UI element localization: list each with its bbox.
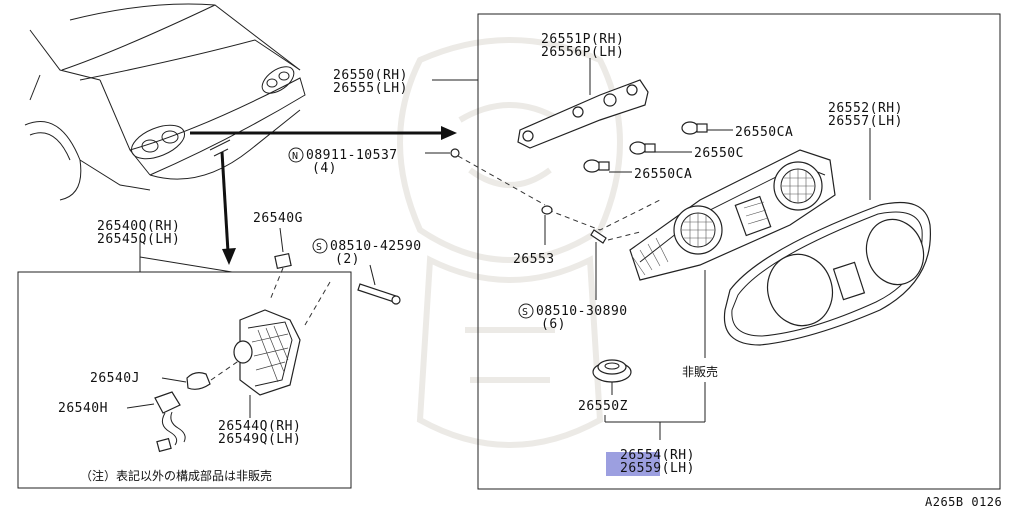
svg-text:S: S bbox=[522, 307, 529, 318]
figure-code: A265B 0126 bbox=[925, 495, 1002, 509]
clip-26540g bbox=[274, 252, 292, 270]
label-26553: 26553 bbox=[513, 252, 555, 267]
tail-lamp-lens-26552 bbox=[723, 201, 932, 346]
label-26554-rh: 26554(RH) bbox=[620, 448, 695, 463]
nut-symbol-n bbox=[288, 147, 304, 163]
label-26550c: 26550C bbox=[694, 146, 744, 161]
lamp-socket-hole bbox=[233, 340, 253, 364]
label-26550ca-top: 26550CA bbox=[735, 125, 793, 140]
label-08911-10537: 08911-10537 bbox=[306, 148, 398, 163]
socket-connector bbox=[156, 437, 172, 453]
svg-text:S: S bbox=[316, 242, 323, 253]
highlight-box bbox=[606, 452, 660, 476]
screw-symbol-s2 bbox=[518, 303, 534, 319]
label-26552-rh: 26552(RH) bbox=[828, 101, 903, 116]
bulb-26550ca-mid bbox=[583, 159, 610, 173]
note-text: （注）表記以外の構成部品は非販売 bbox=[80, 468, 272, 483]
label-qty-4: (4) bbox=[312, 161, 337, 176]
label-26559-lh: 26559(LH) bbox=[620, 461, 695, 476]
label-26545q-lh: 26545Q(LH) bbox=[97, 232, 180, 247]
gasket-26553 bbox=[541, 205, 553, 215]
tail-lamp-frame bbox=[477, 13, 1001, 490]
label-26540h: 26540H bbox=[58, 401, 108, 416]
screw-08510-42590 bbox=[357, 283, 397, 303]
label-26540j: 26540J bbox=[90, 371, 140, 386]
callout-arrows bbox=[190, 126, 457, 265]
bulb-26550c bbox=[629, 141, 656, 155]
label-qty-2: (2) bbox=[335, 252, 360, 267]
label-26550ca-mid: 26550CA bbox=[634, 167, 692, 182]
side-marker-box: 26540Q(RH) 26545Q(LH) 26540G S 08510-425… bbox=[17, 211, 422, 489]
side-marker-frame bbox=[17, 271, 352, 489]
screw-symbol-s1 bbox=[312, 238, 328, 254]
label-26540q-rh: 26540Q(RH) bbox=[97, 219, 180, 234]
label-26550-rh: 26550(RH) bbox=[333, 68, 408, 83]
label-26555-lh: 26555(LH) bbox=[333, 81, 408, 96]
bulb-26550ca-top bbox=[681, 121, 708, 135]
tail-lamp-body bbox=[629, 149, 836, 281]
svg-text:N: N bbox=[292, 151, 299, 162]
label-26540g: 26540G bbox=[253, 211, 303, 226]
label-26551p-rh: 26551P(RH) bbox=[541, 32, 624, 47]
label-08510-30890: 08510-30890 bbox=[536, 304, 628, 319]
label-26557-lh: 26557(LH) bbox=[828, 114, 903, 129]
label-26556p-lh: 26556P(LH) bbox=[541, 45, 624, 60]
label-not-sold: 非販売 bbox=[682, 364, 718, 379]
label-08510-42590: 08510-42590 bbox=[330, 239, 422, 254]
car-rear-illustration bbox=[24, 3, 306, 201]
label-26550z: 26550Z bbox=[578, 399, 628, 414]
label-26544q-rh: 26544Q(RH) bbox=[218, 419, 301, 434]
label-26549q-lh: 26549Q(LH) bbox=[218, 432, 301, 447]
nut-08911-10537 bbox=[450, 148, 460, 158]
socket-26550z bbox=[592, 359, 632, 383]
socket-26540h bbox=[154, 391, 181, 414]
tail-lamp-box: 26550(RH) 26555(LH) 26551P(RH) 26556P(LH… bbox=[288, 13, 1001, 490]
bulb-26540j bbox=[186, 372, 211, 390]
label-qty-6: (6) bbox=[541, 317, 566, 332]
screw-08510-30890 bbox=[590, 229, 607, 244]
